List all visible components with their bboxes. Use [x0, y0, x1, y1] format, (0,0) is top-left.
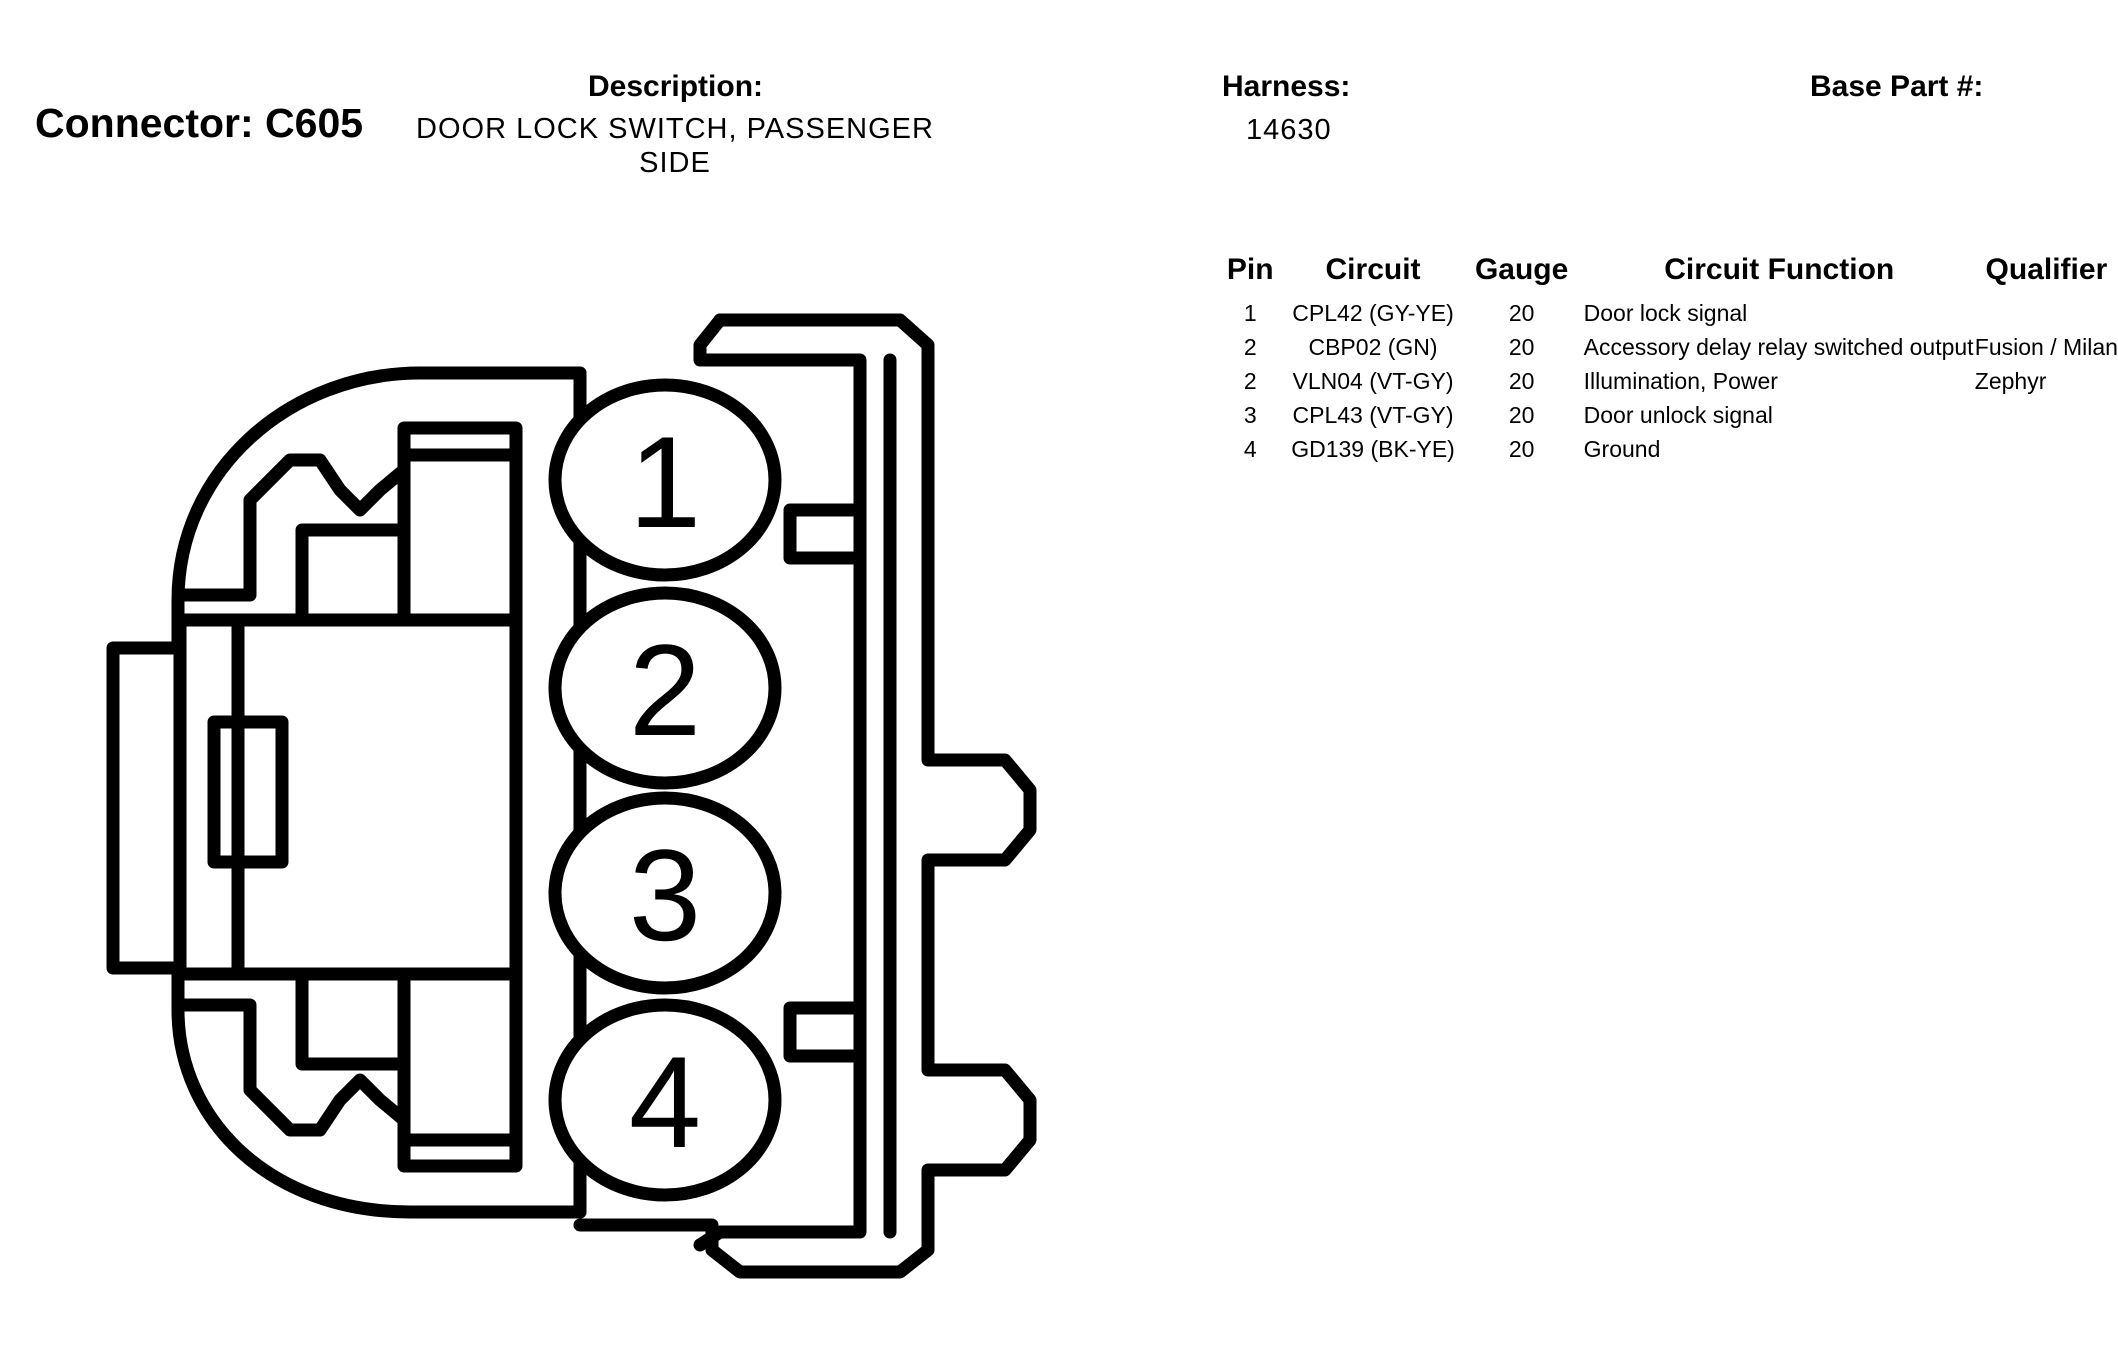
latch-bar	[173, 613, 245, 981]
qualifier-cell: Fusion / Milan	[1974, 333, 2118, 360]
table-row: 2 CBP02 (GN) 20 Accessory delay relay sw…	[1220, 330, 2118, 364]
function-cell: Door lock signal	[1583, 299, 1748, 326]
pin-cell: 4	[1243, 435, 1257, 462]
right-rail-outer	[573, 313, 1037, 1279]
gauge-cell: 20	[1508, 333, 1535, 360]
pin-table-header-row: Pin Circuit Gauge Circuit Function Quali…	[1220, 250, 2118, 296]
gauge-cell: 20	[1508, 367, 1535, 394]
pin-cavity-3	[548, 791, 782, 995]
pin-column-header: Pin	[1226, 253, 1274, 286]
lower-key	[783, 1001, 867, 1063]
table-row: 1 CPL42 (GY-YE) 20 Door lock signal	[1220, 296, 2118, 330]
connector-title: Connector: C605	[35, 100, 364, 146]
qualifier-cell: Zephyr	[1974, 367, 2047, 394]
upper-key	[783, 503, 867, 565]
harness-label: Harness:	[1222, 70, 1351, 103]
pin-cell: 1	[1243, 299, 1257, 326]
lower-hinge	[173, 998, 411, 1137]
description-label: Description:	[588, 70, 764, 103]
upper-tab-rail	[397, 421, 523, 627]
table-row: 2 VLN04 (VT-GY) 20 Illumination, Power Z…	[1220, 364, 2118, 398]
pin-cavity-1	[548, 378, 782, 582]
table-row: 4 GD139 (BK-YE) 20 Ground	[1220, 432, 2118, 466]
latch-button	[207, 715, 289, 869]
pin-number-1: 1	[629, 409, 701, 555]
lower-tab-block	[295, 967, 411, 1071]
pin-number-3: 3	[629, 822, 701, 968]
upper-hinge	[173, 453, 411, 602]
function-cell: Ground	[1583, 435, 1661, 462]
circuit-cell: CBP02 (GN)	[1308, 333, 1438, 360]
harness-value: 14630	[1246, 114, 1332, 146]
pin-number-2: 2	[629, 617, 701, 763]
circuit-cell: CPL43 (VT-GY)	[1292, 401, 1454, 428]
housing-outline	[106, 366, 587, 1219]
function-column-header: Circuit Function	[1664, 253, 1895, 286]
upper-tab-block	[295, 523, 411, 627]
circuit-column-header: Circuit	[1325, 253, 1421, 286]
circuit-cell: CPL42 (GY-YE)	[1292, 299, 1454, 326]
gauge-cell: 20	[1508, 299, 1535, 326]
qualifier-column-header: Qualifier	[1985, 253, 2108, 286]
pin-cell: 2	[1243, 333, 1257, 360]
circuit-cell: GD139 (BK-YE)	[1291, 435, 1455, 462]
function-cell: Door unlock signal	[1583, 401, 1773, 428]
table-row: 3 CPL43 (VT-GY) 20 Door unlock signal	[1220, 398, 2118, 432]
gauge-cell: 20	[1508, 435, 1535, 462]
right-rail-inner	[693, 313, 867, 1252]
pin-cell: 2	[1243, 367, 1257, 394]
pin-table: Pin Circuit Gauge Circuit Function Quali…	[1220, 250, 2118, 466]
function-cell: Accessory delay relay switched output	[1583, 333, 1974, 360]
pin-cavity-2	[548, 586, 782, 790]
circuit-cell: VLN04 (VT-GY)	[1292, 367, 1454, 394]
pin-cell: 3	[1243, 401, 1257, 428]
pin-number-4: 4	[629, 1029, 701, 1175]
function-cell: Illumination, Power	[1583, 367, 1778, 394]
pin-cavity-4	[548, 998, 782, 1202]
gauge-cell: 20	[1508, 401, 1535, 428]
base-part-label: Base Part #:	[1810, 70, 1984, 103]
gauge-column-header: Gauge	[1474, 253, 1569, 286]
description-value: DOOR LOCK SWITCH, PASSENGER SIDE	[416, 113, 934, 179]
lower-tab-rail	[397, 967, 523, 1173]
